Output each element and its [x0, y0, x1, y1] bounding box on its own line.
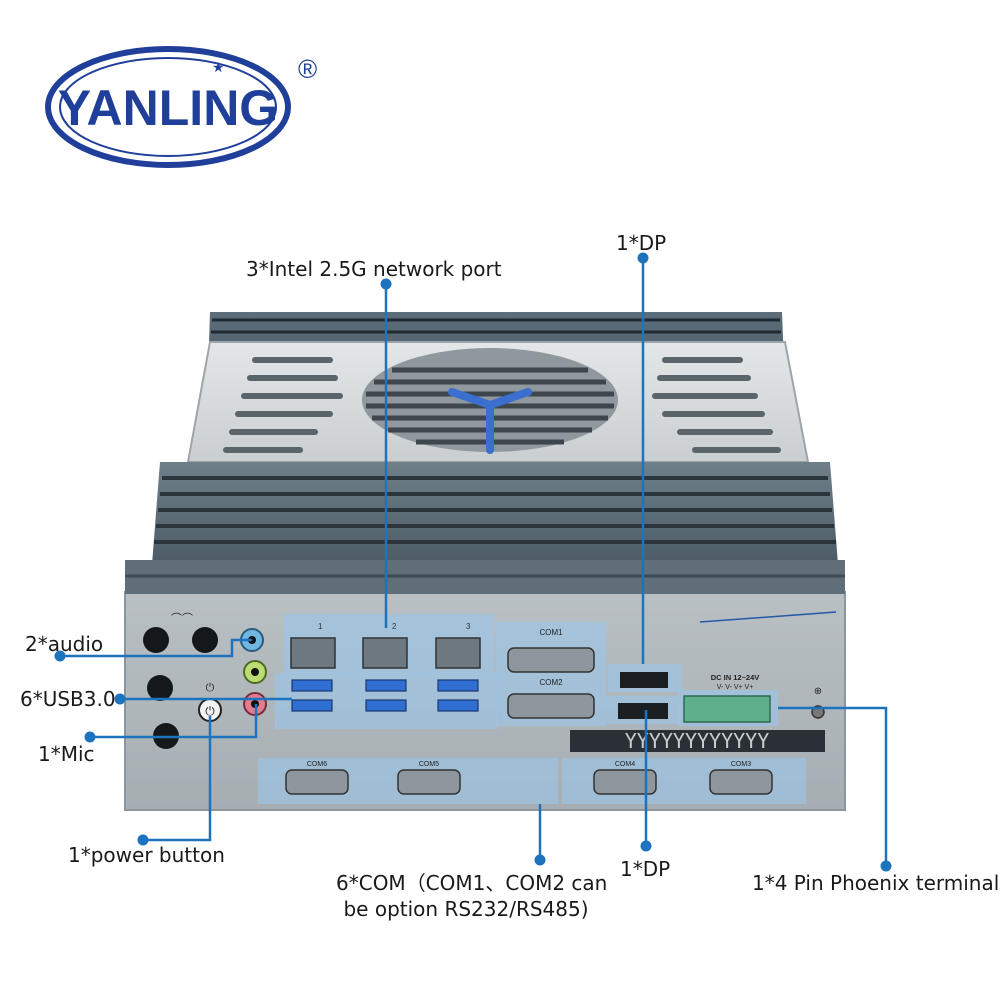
lan-usb-block: 1 2 3 [275, 614, 497, 729]
registered-mark: ® [298, 54, 317, 84]
label-dp-top: 1*DP [616, 231, 667, 255]
label-network-port: 3*Intel 2.5G network port [246, 257, 502, 281]
bottom-com-block: COM6 COM5 COM4 COM3 [258, 758, 806, 804]
label-com-line1: 6*COM（COM1、COM2 can [336, 871, 608, 895]
brand-logo: YANLING ★ ® [45, 46, 317, 168]
com1-com2-block: COM1 COM2 [496, 622, 606, 726]
label-power-button: 1*power button [68, 843, 225, 867]
side-fins [150, 462, 840, 590]
lan1-label: 1 [318, 622, 323, 631]
com5-label: COM5 [419, 761, 439, 768]
callout-lines [60, 258, 888, 866]
panel-decoration: YYYYYYYYYYYY [570, 611, 837, 753]
callout-dots [54, 252, 892, 872]
label-phoenix-terminal: 1*4 Pin Phoenix terminal [752, 871, 1000, 895]
dc-in-label: DC IN 12~24V [711, 673, 760, 682]
lan3-label: 3 [466, 622, 471, 631]
label-audio: 2*audio [25, 632, 104, 656]
com6-label: COM6 [307, 761, 327, 768]
lan2-label: 2 [392, 622, 397, 631]
com3-label: COM3 [731, 761, 751, 768]
com4-label: COM4 [615, 761, 635, 768]
com2-label: COM2 [539, 678, 563, 687]
dc-pins-label: V- V- V+ V+ [717, 684, 754, 691]
audio-jacks [240, 628, 267, 716]
svg-text:★: ★ [212, 59, 225, 75]
front-buttons: ⏻ ⏻ ⌒⌒ [143, 612, 222, 749]
label-usb: 6*USB3.0 [20, 687, 116, 711]
com1-label: COM1 [539, 628, 563, 637]
svg-text:⌒⌒: ⌒⌒ [171, 612, 193, 625]
svg-text:⏻: ⏻ [205, 704, 215, 718]
dp-ports [606, 664, 682, 724]
svg-text:YYYYYYYYYYYY: YYYYYYYYYYYY [625, 729, 770, 753]
label-com-line2: be option RS232/RS485) [343, 897, 589, 921]
label-dp-bottom: 1*DP [620, 857, 671, 881]
svg-text:⏻: ⏻ [206, 682, 215, 694]
svg-text:⊕: ⊕ [814, 686, 822, 697]
label-mic: 1*Mic [38, 742, 95, 766]
top-cover [186, 341, 810, 463]
brand-name: YANLING [58, 80, 278, 136]
